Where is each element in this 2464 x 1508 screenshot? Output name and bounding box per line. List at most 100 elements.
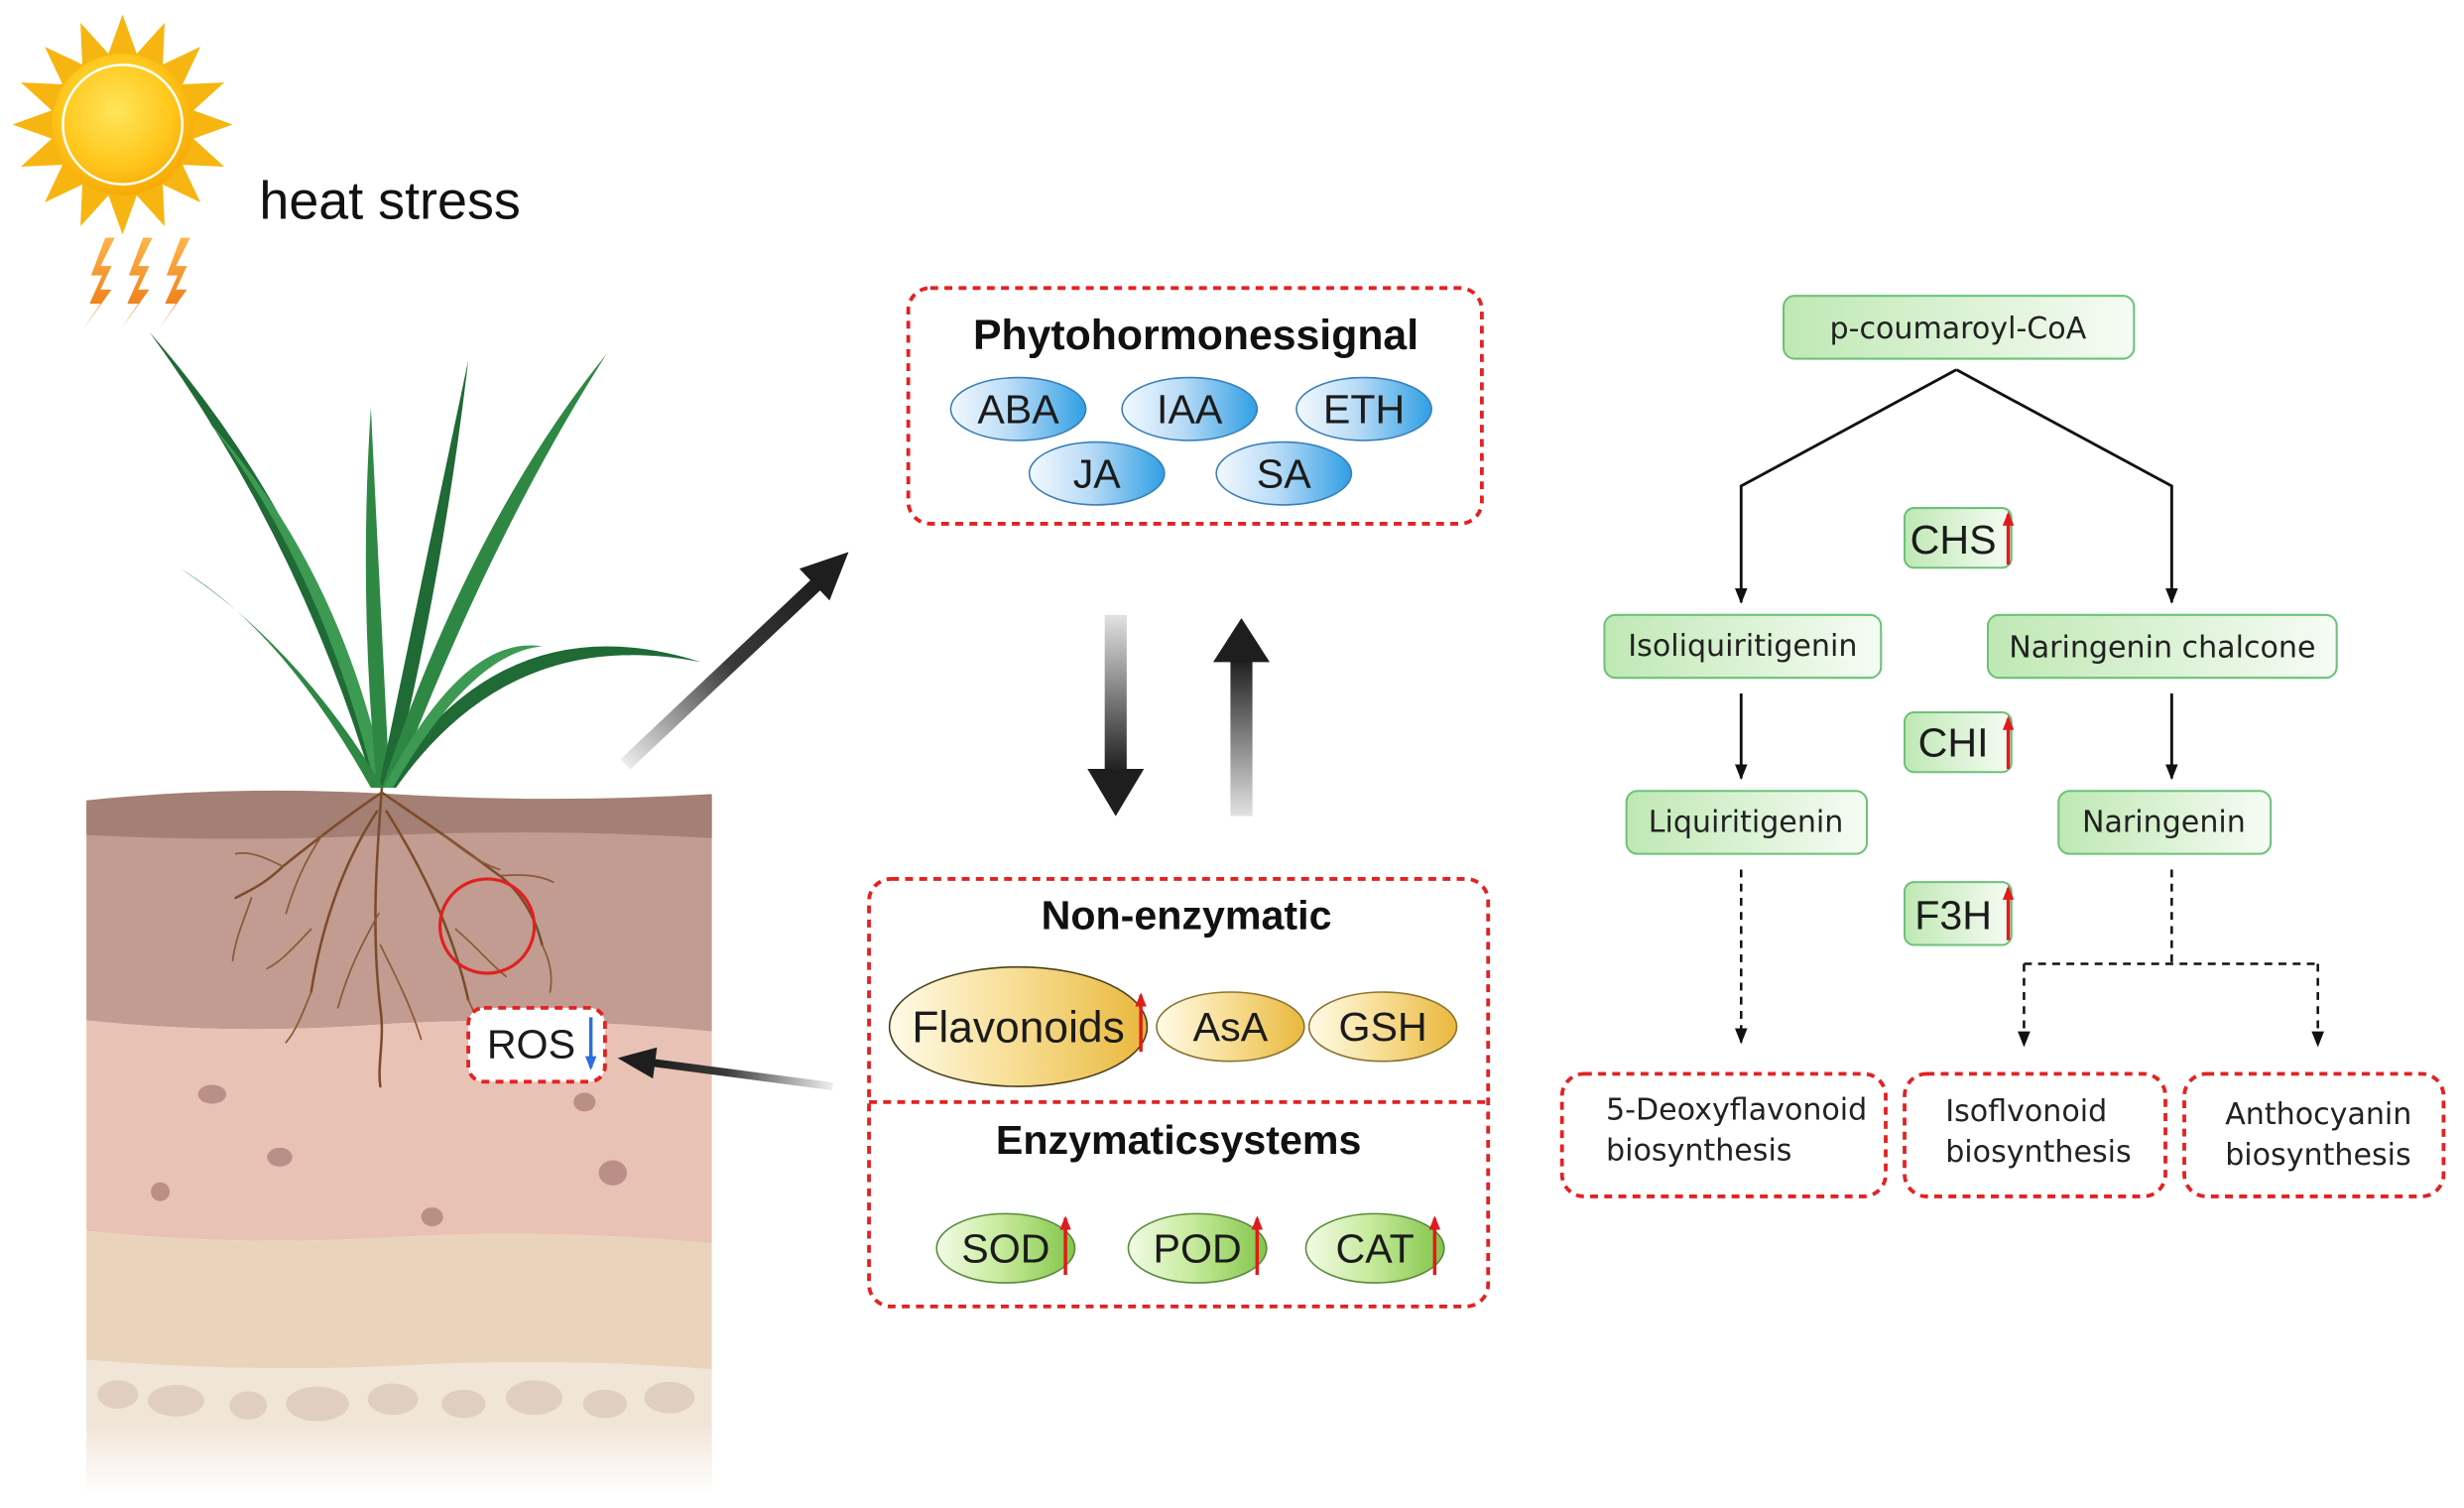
hormone-iaa: IAA xyxy=(1121,376,1259,441)
arrow-shaft xyxy=(1104,614,1127,773)
lightning-bolt xyxy=(120,237,153,329)
pebble xyxy=(421,1207,443,1227)
plant-roots xyxy=(231,786,554,1088)
enzyme-label: CHI xyxy=(1918,719,1989,765)
stone xyxy=(286,1386,349,1422)
sun-disc xyxy=(52,54,193,195)
sod-label: SOD xyxy=(961,1225,1049,1271)
root-branch xyxy=(541,943,553,993)
soil-layer-sand xyxy=(86,1230,712,1370)
cat-item: CAT xyxy=(1304,1212,1445,1284)
arrow-antioxidants-to-ros xyxy=(617,1047,834,1090)
phytohormone-title: Phytohormonessignal xyxy=(973,312,1418,359)
asa-ellipse xyxy=(1156,991,1305,1063)
product-box xyxy=(2182,1071,2446,1198)
antioxidant-panel: Non-enzymatic Flavonoids AsA GSH Enzymat… xyxy=(867,877,1491,1309)
pod-ellipse xyxy=(1127,1212,1268,1284)
enzyme-chi: CHI xyxy=(1904,710,2015,774)
heat-stress-label: heat stress xyxy=(259,172,520,231)
soil-layer-subsoil xyxy=(86,1020,712,1244)
leaf xyxy=(378,360,469,789)
asa-item: AsA xyxy=(1156,991,1305,1063)
hormone-sa: SA xyxy=(1215,440,1353,506)
arrow-head xyxy=(1212,617,1271,663)
connector-to-naringenin-chalcone xyxy=(1955,368,2178,604)
flavonoids-item: Flavonoids xyxy=(888,965,1149,1087)
sun-icon xyxy=(12,14,233,235)
hormone-ellipse xyxy=(949,376,1087,441)
enzyme-f3h: F3H xyxy=(1904,881,2015,946)
stone xyxy=(367,1383,419,1416)
enzyme-box xyxy=(1904,507,2013,569)
lightning-bolt xyxy=(82,237,115,329)
soil-layer-surface xyxy=(86,790,712,839)
phytohormone-panel: Phytohormonessignal ABA IAA ETH JA SA xyxy=(906,286,1484,526)
sod-item: SOD xyxy=(935,1212,1076,1284)
naringenin-box xyxy=(2057,790,2273,855)
root-left xyxy=(234,791,384,900)
naringenin-chalcone-label: Naringenin chalcone xyxy=(2009,631,2315,666)
root-branch xyxy=(285,991,312,1044)
enzyme-chs: CHS xyxy=(1904,507,2015,569)
sod-ellipse xyxy=(935,1212,1076,1284)
arrow-antioxidants-to-hormones xyxy=(1212,617,1271,817)
isoliquiritigenin-box xyxy=(1603,613,1883,680)
root-left-deep xyxy=(309,810,379,994)
ros-label: ROS xyxy=(487,1022,575,1068)
precursor-box xyxy=(1783,295,2136,360)
hormone-label: ETH xyxy=(1323,387,1405,433)
ros-box xyxy=(466,1005,607,1084)
arrow-shaft xyxy=(653,1059,834,1090)
leaf xyxy=(149,331,387,789)
stone xyxy=(147,1385,204,1417)
product-label-line1: Anthocyanin xyxy=(2225,1097,2411,1132)
arrow-shaft xyxy=(620,579,821,770)
naringenin-label: Naringenin xyxy=(2082,805,2246,839)
stone xyxy=(229,1391,268,1420)
arrow-head xyxy=(1087,769,1145,817)
liquiritigenin-node: Liquiritigenin xyxy=(1625,790,1869,855)
root-branch xyxy=(498,874,554,883)
root-right xyxy=(380,791,544,946)
product-label-line1: Isoflvonoid xyxy=(1945,1094,2107,1129)
hormone-ja: JA xyxy=(1028,440,1166,506)
arrow-head xyxy=(617,1047,658,1079)
root-branch xyxy=(336,912,380,1009)
leaf xyxy=(207,420,387,789)
product-anthocyanin: Anthocyanin biosynthesis xyxy=(2182,1071,2446,1198)
non-enzymatic-title: Non-enzymatic xyxy=(1042,893,1332,939)
root-branch xyxy=(266,928,312,970)
liquiritigenin-label: Liquiritigenin xyxy=(1649,805,1844,839)
enzyme-box xyxy=(1904,881,2013,946)
product-box xyxy=(1903,1071,2167,1198)
root-branch xyxy=(379,943,423,1041)
hormone-ellipse xyxy=(1215,440,1353,506)
lightning-bolt xyxy=(159,237,190,329)
soil-profile xyxy=(86,790,712,1495)
pebble xyxy=(197,1084,227,1104)
naringenin-chalcone-node: Naringenin chalcone xyxy=(1986,613,2338,680)
pod-label: POD xyxy=(1154,1225,1242,1271)
root-branch xyxy=(454,928,507,978)
leaf xyxy=(383,645,543,789)
stone xyxy=(441,1389,486,1419)
pebble xyxy=(598,1160,628,1186)
grass-plant xyxy=(149,331,701,789)
product-label-line2: biosynthesis xyxy=(1945,1135,2131,1170)
lightning-icon xyxy=(82,237,190,329)
naringenin-node: Naringenin xyxy=(2057,790,2273,855)
sun-ring xyxy=(62,63,185,187)
arrow-shaft xyxy=(1230,659,1253,817)
product-deoxyflavonoid: 5-Deoxyflavonoid biosynthesis xyxy=(1559,1071,1888,1198)
pebble xyxy=(573,1092,596,1112)
root-main xyxy=(374,786,384,1088)
flavonoids-label: Flavonoids xyxy=(912,1004,1124,1053)
hormone-ellipse xyxy=(1028,440,1166,506)
arrow-head xyxy=(799,552,849,601)
product-label-line2: biosynthesis xyxy=(2225,1138,2410,1173)
pod-item: POD xyxy=(1127,1212,1268,1284)
pebble xyxy=(151,1182,171,1201)
arrow-plant-to-hormones xyxy=(620,552,849,770)
hormone-ellipse xyxy=(1121,376,1259,441)
